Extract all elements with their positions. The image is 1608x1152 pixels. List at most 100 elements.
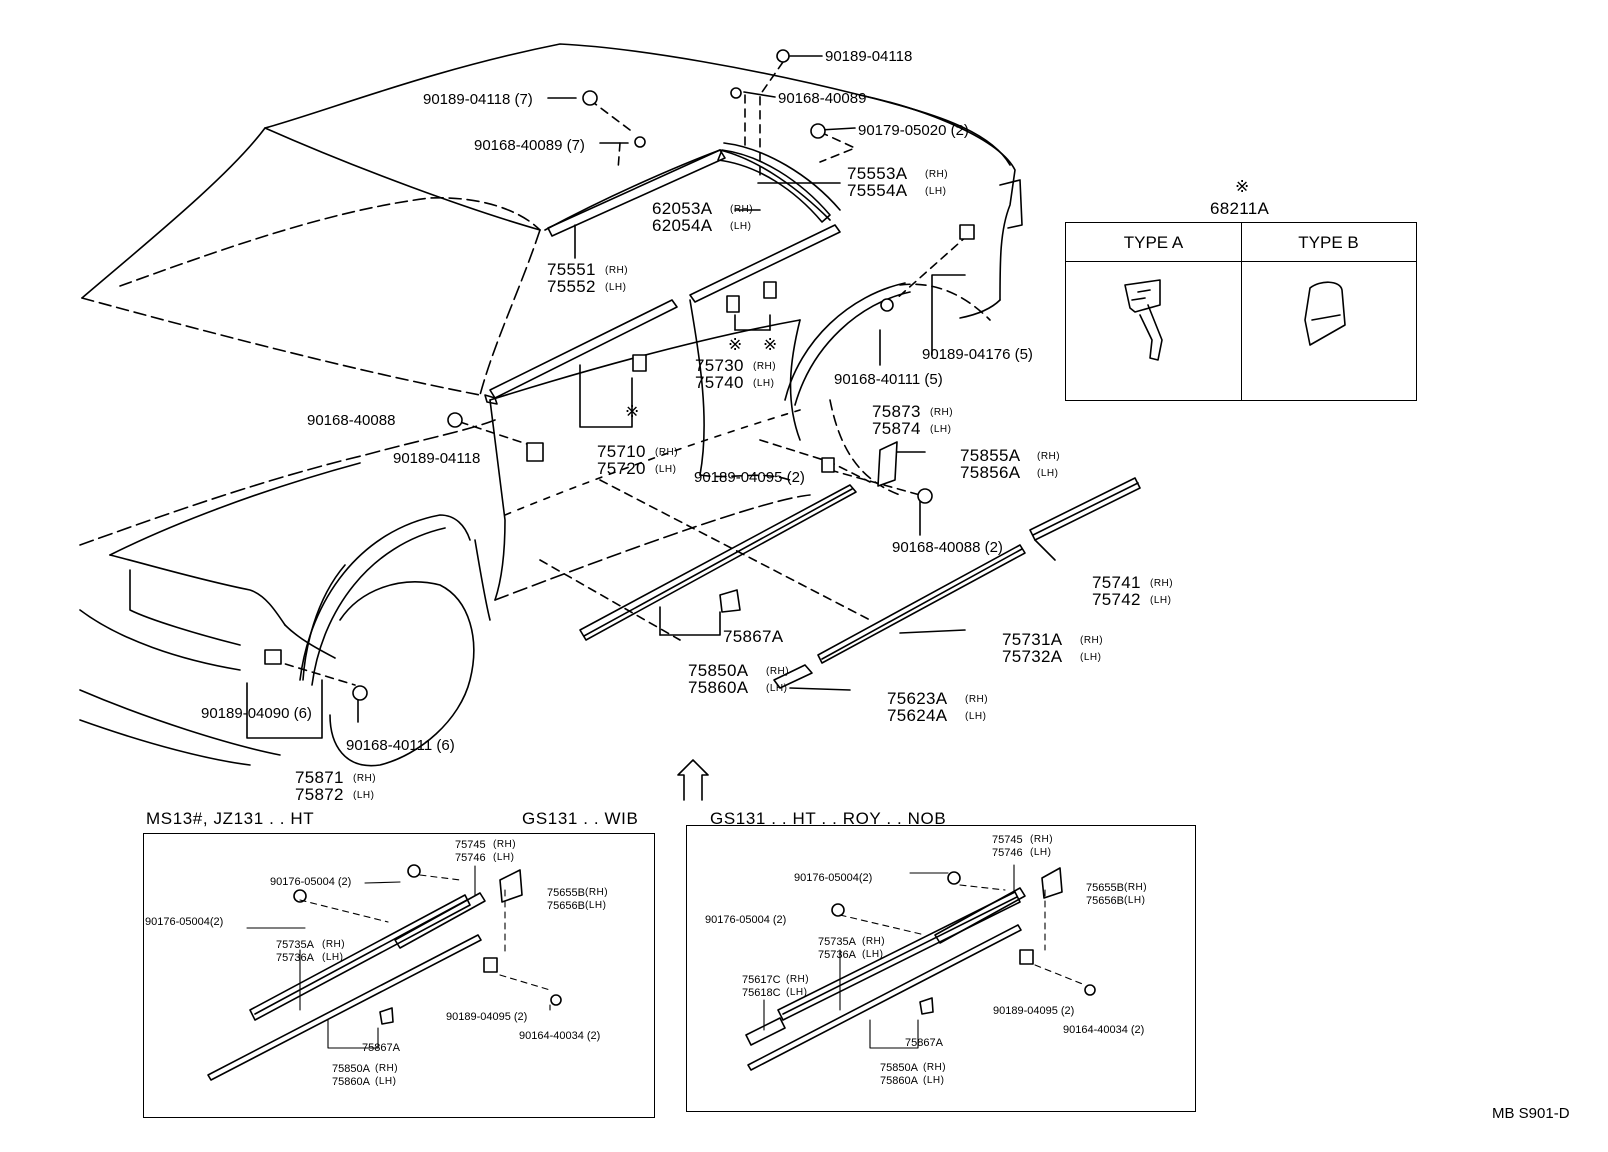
left-inset-leaders — [246, 865, 551, 1049]
part-label: 90176-05004(2) — [794, 872, 873, 884]
variant-label-gs131-wib: GS131 . . WIB — [522, 809, 639, 828]
part-label: 90189-04176 (5) — [922, 346, 1033, 363]
part-label: 75655B — [547, 887, 585, 899]
part-label: 75746 — [992, 847, 1023, 859]
part-label: 75871 — [295, 768, 344, 787]
part-label: 75735A — [276, 939, 314, 951]
part-label: 75746 — [455, 852, 486, 864]
part-label: 75742 — [1092, 590, 1141, 609]
part-label: 75867A — [905, 1037, 943, 1049]
side-lh: (LH) — [1030, 847, 1052, 858]
asterisk-marker: ※ — [1235, 177, 1250, 196]
part-label: 75867A — [362, 1042, 400, 1054]
part-label: 90168-40088 — [307, 412, 396, 429]
side-rh: (RH) — [930, 407, 954, 418]
side-rh: (RH) — [493, 839, 517, 850]
part-label: 90168-40089 — [778, 90, 867, 107]
side-rh: (RH) — [925, 169, 949, 180]
part-label: 90179-05020 (2) — [858, 122, 969, 139]
side-lh: (LH) — [786, 987, 808, 998]
part-label: 90189-04118 (7) — [423, 91, 533, 108]
side-lh: (LH) — [730, 221, 752, 232]
part-label: 75617C — [742, 974, 781, 986]
part-label: 75656B — [1086, 895, 1124, 907]
table-part-number: 68211A — [1210, 199, 1270, 218]
part-label: 75554A — [847, 181, 908, 200]
variant-label-ms13: MS13#, JZ131 . . HT — [146, 809, 315, 828]
side-lh: (LH) — [375, 1076, 397, 1087]
sheet-code: MB S901-D — [1492, 1105, 1570, 1122]
side-rh: (RH) — [753, 361, 777, 372]
side-lh: (LH) — [605, 282, 627, 293]
part-label: 90189-04118 — [393, 450, 481, 467]
up-arrow — [677, 759, 709, 801]
left-inset-box — [143, 833, 655, 1118]
clip-type-sketches — [1124, 279, 1346, 361]
part-label: 75850A — [332, 1063, 370, 1075]
part-label: 75623A — [887, 689, 948, 708]
part-label: 75656B — [547, 900, 585, 912]
asterisk-marker: ※ — [625, 402, 640, 421]
table-column-divider — [1241, 223, 1242, 400]
side-rh: (RH) — [1030, 834, 1054, 845]
side-lh: (LH) — [965, 711, 987, 722]
part-label: 75730 — [695, 356, 744, 375]
part-label: 75655B — [1086, 882, 1124, 894]
right-inset-leaders — [763, 864, 1086, 1049]
part-label: 90164-40034 (2) — [519, 1030, 601, 1042]
part-label: 75867A — [723, 627, 784, 646]
side-rh: (RH) — [322, 939, 346, 950]
leader-lines — [246, 55, 1056, 739]
part-label: 75731A — [1002, 630, 1063, 649]
side-lh: (LH) — [766, 683, 788, 694]
part-label: 75618C — [742, 987, 781, 999]
part-label: 75720 — [597, 459, 646, 478]
part-label: 90168-40089 (7) — [474, 137, 585, 154]
side-lh: (LH) — [322, 952, 344, 963]
side-rh: (RH) — [1080, 635, 1104, 646]
type-b-header: TYPE B — [1298, 233, 1359, 252]
part-label: 90189-04095 (2) — [446, 1011, 528, 1023]
side-lh: (LH) — [1037, 468, 1059, 479]
part-label: 75860A — [688, 678, 749, 697]
asterisk-marker: ※ — [763, 335, 778, 354]
side-lh: (LH) — [753, 378, 775, 389]
part-label: 75735A — [818, 936, 856, 948]
part-label: 90164-40034 (2) — [1063, 1024, 1145, 1036]
side-rh: (RH) — [1124, 882, 1148, 893]
side-lh: (LH) — [923, 1075, 945, 1086]
part-label: 75855A — [960, 446, 1021, 465]
right-inset-box — [686, 825, 1196, 1112]
side-rh: (RH) — [375, 1063, 399, 1074]
part-label: 75553A — [847, 164, 908, 183]
side-rh: (RH) — [585, 887, 609, 898]
part-label: 75850A — [688, 661, 749, 680]
side-lh: (LH) — [930, 424, 952, 435]
part-label: 75740 — [695, 373, 744, 392]
left-inset-drawing — [207, 864, 562, 1081]
side-rh: (RH) — [923, 1062, 947, 1073]
fastener-glyphs — [264, 49, 975, 701]
part-label: 90189-04095 (2) — [993, 1005, 1075, 1017]
side-rh: (RH) — [353, 773, 377, 784]
part-label: 90176-05004 (2) — [705, 914, 787, 926]
part-label: 75745 — [992, 834, 1023, 846]
right-inset-drawing — [745, 867, 1096, 1071]
part-label: 90176-05004(2) — [145, 916, 224, 928]
part-label: 75624A — [887, 706, 948, 725]
side-lh: (LH) — [585, 900, 607, 911]
side-lh: (LH) — [1080, 652, 1102, 663]
side-lh: (LH) — [655, 464, 677, 475]
part-label: 75856A — [960, 463, 1021, 482]
side-lh: (LH) — [1124, 895, 1146, 906]
part-label: 75872 — [295, 785, 344, 804]
side-rh: (RH) — [1037, 451, 1061, 462]
side-rh: (RH) — [605, 265, 629, 276]
part-label: 90168-40111 (6) — [346, 737, 455, 754]
asterisk-marker: ※ — [728, 335, 743, 354]
part-label: 75850A — [880, 1062, 918, 1074]
part-label: 75736A — [818, 949, 856, 961]
side-rh: (RH) — [786, 974, 810, 985]
